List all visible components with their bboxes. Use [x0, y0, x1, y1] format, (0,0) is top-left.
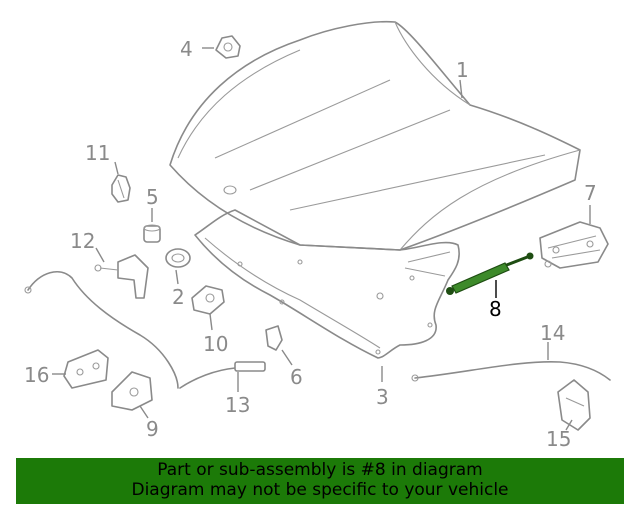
- callout-7: 7: [584, 181, 597, 205]
- callout-3: 3: [376, 385, 389, 409]
- part-16-latch: [63, 349, 109, 389]
- callout-4: 4: [180, 37, 193, 61]
- parts-diagram: 1 4 11 5 12 2 10 6 7 8 3 16 9 13 14 15: [24, 20, 611, 451]
- hood-inner-panel: [194, 209, 460, 359]
- banner-line-part-number: Part or sub-assembly is #8 in diagram: [157, 460, 483, 480]
- part-4-clip: [215, 35, 241, 59]
- leader-lines: [52, 47, 591, 431]
- callout-14: 14: [540, 321, 565, 345]
- info-banner: Part or sub-assembly is #8 in diagram Di…: [16, 458, 624, 504]
- part-11-pin: [111, 174, 131, 203]
- callout-5: 5: [146, 185, 159, 209]
- part-9-lock: [111, 371, 153, 411]
- callout-1: 1: [456, 58, 469, 82]
- banner-line-disclaimer: Diagram may not be specific to your vehi…: [131, 480, 509, 500]
- part-7-hinge: [539, 221, 609, 269]
- part-6-sensor: [265, 325, 283, 351]
- callout-2: 2: [172, 285, 185, 309]
- callout-9: 9: [146, 417, 159, 441]
- part-15-bracket: [557, 379, 591, 431]
- callout-13: 13: [225, 393, 250, 417]
- callout-6: 6: [290, 365, 303, 389]
- callout-15: 15: [546, 427, 571, 451]
- part-12-lever: [94, 254, 149, 299]
- callout-11: 11: [85, 141, 110, 165]
- part-5-stop: [143, 224, 161, 243]
- callout-16: 16: [24, 363, 49, 387]
- callout-8: 8: [489, 297, 502, 321]
- part-2-grommet: [165, 248, 191, 268]
- part-13-cable: [24, 270, 266, 389]
- part-10-bracket: [191, 285, 225, 315]
- part-8-gas-strut: [446, 252, 534, 295]
- part-14-cable: [411, 360, 611, 382]
- callout-12: 12: [70, 229, 95, 253]
- callout-10: 10: [203, 332, 228, 356]
